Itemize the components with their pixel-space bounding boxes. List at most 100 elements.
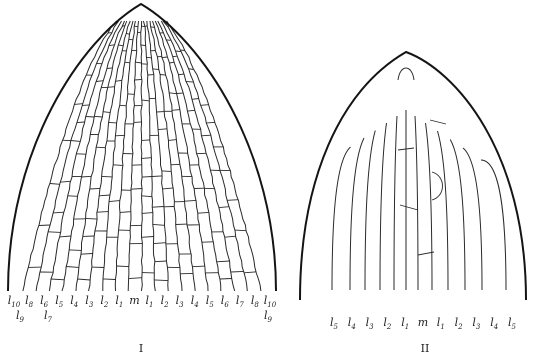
cross-wall (162, 57, 168, 58)
cross-wall (129, 278, 142, 279)
cross-wall (94, 116, 102, 117)
cross-wall (166, 40, 171, 41)
cell-file-wall (365, 131, 375, 291)
cross-wall (117, 266, 129, 267)
cross-wall (142, 100, 150, 101)
cross-wall (96, 81, 103, 82)
cross-wall (430, 120, 446, 124)
cross-wall (217, 261, 230, 262)
cross-wall (153, 224, 165, 225)
file-label: l2 (383, 316, 392, 331)
cross-wall (146, 57, 151, 58)
cross-wall (90, 188, 100, 189)
cross-wall (225, 236, 236, 237)
cross-wall (187, 110, 195, 111)
cell-file-wall (158, 21, 221, 291)
cell-file-wall (167, 21, 261, 291)
file-label: l10 (264, 294, 277, 309)
cross-wall (66, 267, 79, 268)
cross-wall (131, 189, 142, 190)
file-label: l6 (40, 294, 49, 309)
cross-wall (244, 272, 256, 273)
cross-wall (172, 110, 180, 111)
cross-wall (107, 68, 113, 69)
cross-wall (153, 69, 159, 70)
cross-wall (86, 218, 98, 219)
cross-wall (160, 75, 165, 76)
cross-wall (109, 45, 114, 46)
cross-wall (206, 122, 215, 123)
file-label-lower: l7 (44, 309, 53, 324)
cell-file-wall (426, 123, 433, 290)
cross-wall (116, 135, 125, 136)
cross-wall (141, 45, 146, 46)
cell-file-wall (450, 140, 465, 291)
cross-wall (198, 212, 209, 213)
cross-wall (69, 250, 81, 251)
cross-wall (193, 266, 205, 267)
cross-wall (97, 212, 109, 213)
panel-i-file-labels: l10l8l6l5l4l3l2l1ml1l2l3l4l5l6l7l8l10l9l… (8, 294, 277, 324)
cross-wall (125, 62, 130, 63)
cross-wall (152, 207, 164, 208)
cross-wall (179, 74, 185, 75)
file-label: l2 (100, 294, 109, 309)
cross-wall (81, 254, 93, 255)
cross-wall (151, 27, 155, 28)
file-label: l7 (236, 294, 245, 309)
cell-file-wall (332, 147, 351, 290)
cell-file-wall (76, 21, 127, 291)
file-label: l10 (8, 294, 21, 309)
cross-wall (152, 176, 162, 177)
file-label: m (129, 294, 139, 307)
cross-wall (82, 105, 89, 106)
cross-wall (154, 243, 166, 244)
cell-file-wall (141, 21, 143, 291)
panel-ii-outline (300, 52, 526, 300)
cross-wall (86, 117, 95, 118)
file-label-lower: l9 (264, 309, 273, 324)
cell-file-wall (463, 148, 482, 290)
panel-ii-file-labels: l5l4l3l2l1ml1l2l3l4l5 (330, 316, 517, 331)
cross-wall (120, 105, 126, 106)
cross-wall (173, 56, 178, 57)
file-label: l4 (70, 294, 78, 309)
cross-wall (103, 279, 116, 280)
cross-wall (142, 213, 153, 214)
cross-wall (158, 129, 167, 130)
file-label: l8 (25, 294, 34, 309)
cross-wall (129, 39, 133, 40)
cross-wall (142, 140, 150, 141)
panel-ii-cell-files (332, 68, 506, 290)
cross-wall (185, 200, 197, 201)
cross-wall (189, 69, 194, 70)
file-label: l5 (55, 294, 64, 309)
file-label: l3 (85, 294, 94, 309)
cross-wall (135, 62, 141, 63)
panel-ii-cross-walls (398, 120, 446, 255)
cross-wall (120, 212, 131, 213)
file-label: l8 (251, 294, 260, 309)
panel-i-numeral: I (139, 342, 143, 355)
cross-wall (235, 230, 246, 231)
file-label-lower: l9 (16, 309, 25, 324)
file-label: l4 (490, 316, 498, 331)
cross-wall (68, 196, 78, 197)
cross-wall (51, 279, 64, 280)
cross-wall (170, 62, 175, 63)
cross-wall (134, 122, 142, 123)
file-label: l4 (348, 316, 356, 331)
cell-file-wall (380, 123, 387, 290)
cross-wall (219, 207, 229, 208)
cross-wall (74, 104, 82, 105)
cross-wall (138, 32, 141, 33)
cross-wall (109, 122, 117, 123)
cell-file-wall (394, 116, 397, 290)
file-label: l5 (508, 316, 517, 331)
cross-wall (77, 122, 85, 123)
cross-wall (99, 195, 110, 196)
cross-wall (60, 236, 71, 237)
lateral-cell-wall (432, 172, 443, 200)
